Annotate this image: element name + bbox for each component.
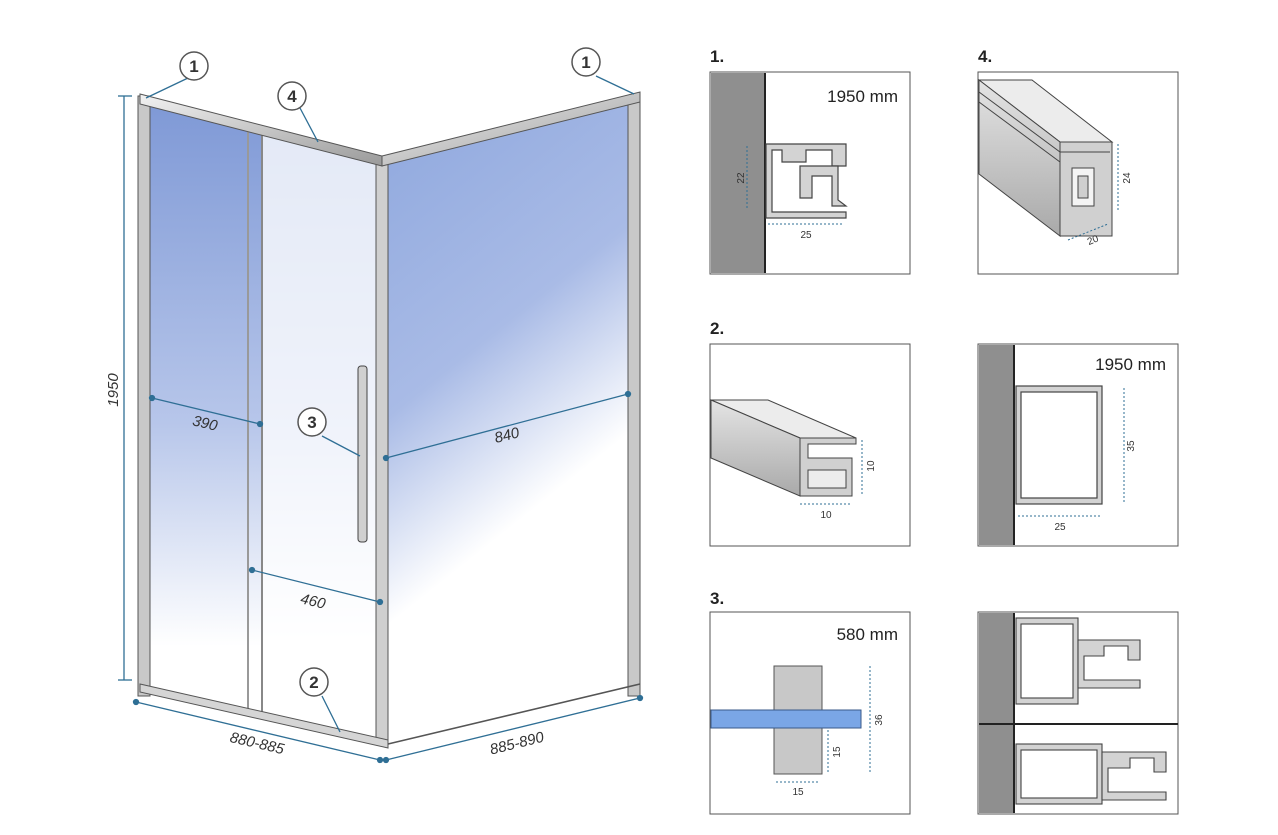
svg-text:2: 2 <box>309 673 318 692</box>
detail-3-total: 36 <box>874 714 885 726</box>
detail-2-title: 2. <box>710 319 724 338</box>
detail-wall-panel: 1950 mm 35 25 <box>977 343 1179 547</box>
detail-combo-panel <box>977 611 1179 815</box>
detail-2-panel: 10 10 <box>709 343 911 547</box>
fixed-width-label: 390 <box>191 413 220 435</box>
detail-3-title: 3. <box>710 589 724 608</box>
svg-text:1: 1 <box>189 57 198 76</box>
wall-section <box>711 73 765 273</box>
detail-2-width: 10 <box>820 510 832 521</box>
top-rail-profile-3d <box>977 78 1114 238</box>
combined-profile-top <box>1015 617 1141 705</box>
detail-4-panel: 24 20 <box>977 71 1179 275</box>
glass-section <box>710 709 862 729</box>
detail-1-height: 22 <box>736 172 747 184</box>
detail-4-width: 20 <box>1086 233 1101 248</box>
svg-text:4: 4 <box>287 87 297 106</box>
detail-1-panel: 1950 mm 22 25 <box>709 71 911 275</box>
detail-wall-height: 35 <box>1126 440 1137 452</box>
detail-1-title: 1. <box>710 47 724 66</box>
detail-4-title: 4. <box>978 47 992 66</box>
callout-handle: 3 <box>297 407 327 437</box>
callout-top-left: 1 <box>179 51 209 81</box>
door-handle <box>357 365 368 543</box>
callout-top-rail: 4 <box>277 81 307 111</box>
bottom-edge-side <box>387 683 641 745</box>
front-width-label: 880-885 <box>228 729 286 758</box>
svg-text:3: 3 <box>307 413 316 432</box>
combined-profile-bottom <box>1015 743 1167 805</box>
callout-top-right: 1 <box>571 47 601 77</box>
wall-section <box>979 345 1014 545</box>
bottom-track-front <box>139 683 389 749</box>
wall-section <box>979 613 1014 813</box>
dimension-lines <box>118 75 644 764</box>
detail-3-part: 15 <box>832 746 843 758</box>
detail-3-width: 15 <box>792 787 804 798</box>
door-opening-label: 460 <box>299 591 328 613</box>
detail-3-panel: 580 mm 36 15 15 <box>709 611 911 815</box>
detail-2-height: 10 <box>866 460 877 472</box>
detail-4-height: 24 <box>1122 172 1133 184</box>
detail-1-width: 25 <box>800 230 812 241</box>
shower-enclosure <box>137 91 641 749</box>
height-dimension-label: 1950 <box>105 373 122 407</box>
detail-3-length: 580 mm <box>837 625 898 644</box>
detail-wall-length: 1950 mm <box>1095 355 1166 374</box>
corner-post <box>375 159 389 745</box>
bottom-track-profile-3d <box>710 399 857 497</box>
left-wall-profile <box>137 95 151 697</box>
door-glass-panel <box>262 132 382 742</box>
detail-1-length: 1950 mm <box>827 87 898 106</box>
callout-bottom-track: 2 <box>299 667 329 697</box>
wall-profile-cross-section <box>765 143 848 219</box>
svg-text:1: 1 <box>581 53 590 72</box>
side-panel-width-label: 840 <box>493 424 522 447</box>
wall-profile-rect <box>1015 385 1103 505</box>
top-rail-side <box>381 91 641 167</box>
side-glass-panel <box>388 104 628 742</box>
detail-wall-width: 25 <box>1054 522 1066 533</box>
